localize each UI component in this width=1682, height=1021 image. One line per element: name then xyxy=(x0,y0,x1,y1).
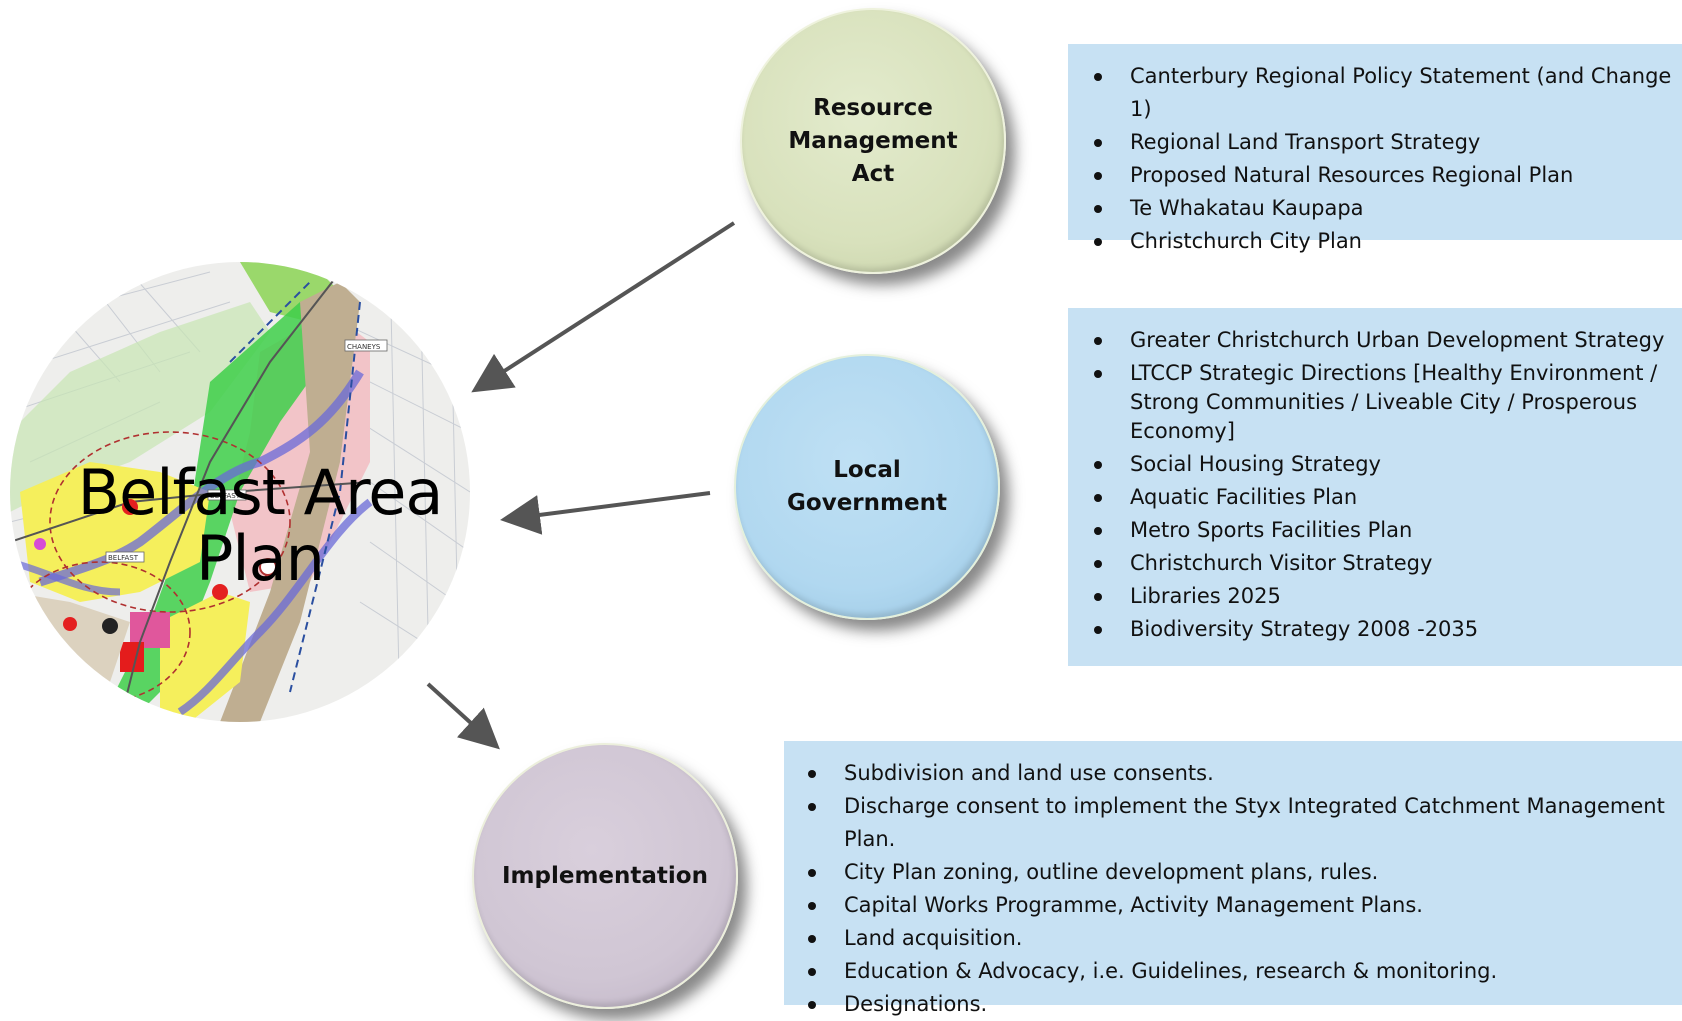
arrow-plan-to-implementation xyxy=(426,682,500,750)
list-item: LTCCP Strategic Directions [Healthy Envi… xyxy=(1068,357,1682,448)
list-item: Land acquisition. xyxy=(784,922,1682,955)
list-item: Libraries 2025 xyxy=(1068,580,1682,613)
map-label-belfast-2: BELFAST xyxy=(108,554,139,562)
list-item: Canterbury Regional Policy Statement (an… xyxy=(1068,60,1682,126)
implementation-list-box: Subdivision and land use consents. Disch… xyxy=(784,741,1682,1016)
list-item: Metro Sports Facilities Plan xyxy=(1068,514,1682,547)
list-item: Christchurch Visitor Strategy xyxy=(1068,547,1682,580)
list-item: Christchurch City Plan xyxy=(1068,225,1682,258)
rma-bubble-line2: Management xyxy=(788,127,958,154)
list-item: Biodiversity Strategy 2008 -2035 xyxy=(1068,613,1682,646)
map-label-belfast: BELFAST xyxy=(210,492,241,500)
map-title: Belfast Area Plan xyxy=(10,460,510,592)
list-item: City Plan zoning, outline development pl… xyxy=(784,856,1682,889)
list-item: Capital Works Programme, Activity Manage… xyxy=(784,889,1682,922)
list-item: Subdivision and land use consents. xyxy=(784,757,1682,790)
rma-bubble: Resource Management Act xyxy=(740,8,1006,274)
local-government-list: Greater Christchurch Urban Development S… xyxy=(1068,324,1682,646)
list-item: Greater Christchurch Urban Development S… xyxy=(1068,324,1682,357)
implementation-bubble: Implementation xyxy=(472,743,738,1009)
list-item: Proposed Natural Resources Regional Plan xyxy=(1068,159,1682,192)
map-label-chaneys: CHANEYS xyxy=(347,343,381,351)
list-item: Regional Land Transport Strategy xyxy=(1068,126,1682,159)
list-item: Aquatic Facilities Plan xyxy=(1068,481,1682,514)
list-item: Te Whakatau Kaupapa xyxy=(1068,192,1682,225)
list-item: Discharge consent to implement the Styx … xyxy=(784,790,1682,856)
local-government-list-box: Greater Christchurch Urban Development S… xyxy=(1068,308,1682,666)
list-item: Education & Advocacy, i.e. Guidelines, r… xyxy=(784,955,1682,988)
map-title-line2: Plan xyxy=(196,522,325,595)
local-government-bubble-line1: Local xyxy=(833,457,901,483)
map-title-line1: Belfast Area xyxy=(77,456,444,529)
rma-list: Canterbury Regional Policy Statement (an… xyxy=(1068,60,1682,258)
rma-list-box: Canterbury Regional Policy Statement (an… xyxy=(1068,44,1682,253)
arrow-rma-to-plan xyxy=(471,221,736,393)
rma-bubble-line1: Resource xyxy=(813,94,933,121)
rma-bubble-line3: Act xyxy=(851,160,895,187)
list-item: Social Housing Strategy xyxy=(1068,448,1682,481)
implementation-bubble-line1: Implementation xyxy=(502,862,708,889)
arrow-local-government-to-plan xyxy=(500,491,711,535)
implementation-list: Subdivision and land use consents. Disch… xyxy=(784,757,1682,1021)
local-government-bubble-line2: Government xyxy=(787,490,947,516)
belfast-map-image: CHANEYS BELFAST BELFAST xyxy=(10,262,470,722)
local-government-bubble: Local Government xyxy=(734,354,1000,620)
